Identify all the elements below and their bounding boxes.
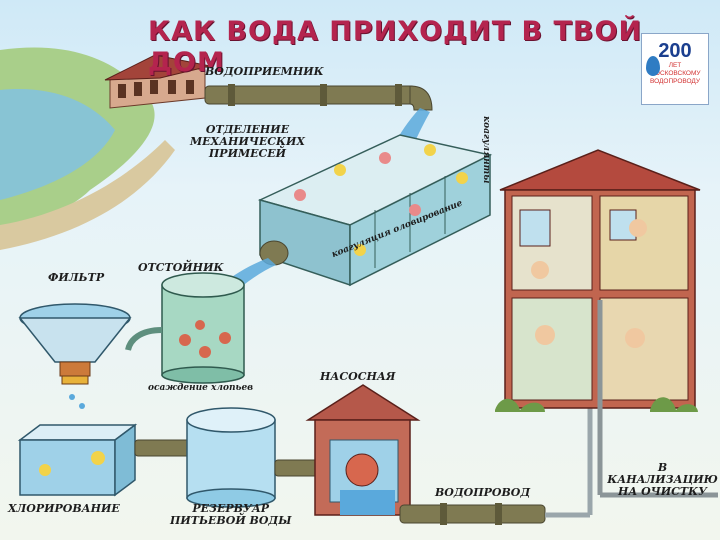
badge-line1: лет [668, 62, 682, 69]
label-mechanical-line3: ПРИМЕСЕЙ [208, 147, 287, 160]
label-mechanical-line2: МЕХАНИЧЕСКИХ [190, 135, 305, 148]
badge-line3: водопроводу [649, 78, 701, 85]
anniversary-badge: 200 лет московскому водопроводу [641, 33, 709, 105]
label-chlorination: ХЛОРИРОВАНИЕ [8, 502, 120, 515]
page-title: КАК ВОДА ПРИХОДИТ В ТВОЙ ДОМ [148, 16, 643, 78]
river-water [0, 89, 115, 200]
pipe-chlor-reservoir [134, 439, 191, 457]
label-settling-tank: ОТСТОЙНИК [138, 261, 224, 274]
reservoir-tank [186, 407, 276, 508]
label-sewer: В КАНАЛИЗАЦИЮ НА ОЧИСТКУ [605, 462, 720, 498]
label-sewer-line2: НА ОЧИСТКУ [617, 485, 708, 498]
badge-line2: московскому [649, 70, 701, 77]
label-flocculants: коагулянты [481, 116, 491, 184]
label-sewer-line1: В КАНАЛИЗАЦИЮ [607, 461, 718, 486]
filter-funnel [18, 303, 132, 409]
label-mechanical: ОТДЕЛЕНИЕ МЕХАНИЧЕСКИХ ПРИМЕСЕЙ [190, 124, 305, 160]
chlorination-tank [17, 423, 138, 497]
shore-ground [0, 140, 175, 250]
label-mechanical-line1: ОТДЕЛЕНИЕ [205, 123, 290, 136]
water-drop-icon [646, 56, 660, 76]
label-water-main: ВОДОПРОВОД [435, 486, 531, 499]
intake-pipe [204, 85, 416, 105]
badge-number: 200 [658, 40, 692, 62]
intake-building [104, 54, 211, 109]
label-intake: ВОДОПРИЕМНИК [205, 65, 324, 78]
water-main-pipe [399, 504, 546, 524]
label-reservoir: РЕЗЕРВУАР ПИТЬЕВОЙ ВОДЫ [170, 503, 291, 527]
pipe-elbow [409, 85, 433, 111]
label-flakes: осаждение хлопьев [148, 383, 254, 393]
bushes [495, 398, 545, 412]
label-filter: ФИЛЬТР [48, 271, 105, 284]
settling-tank [125, 272, 245, 384]
label-reservoir-line2: ПИТЬЕВОЙ ВОДЫ [170, 514, 292, 527]
label-reservoir-line1: РЕЗЕРВУАР [192, 502, 270, 515]
pump-station [305, 384, 421, 516]
coagulation-tank [257, 134, 493, 287]
label-pump-station: НАСОСНАЯ [320, 370, 396, 383]
house [499, 149, 701, 409]
